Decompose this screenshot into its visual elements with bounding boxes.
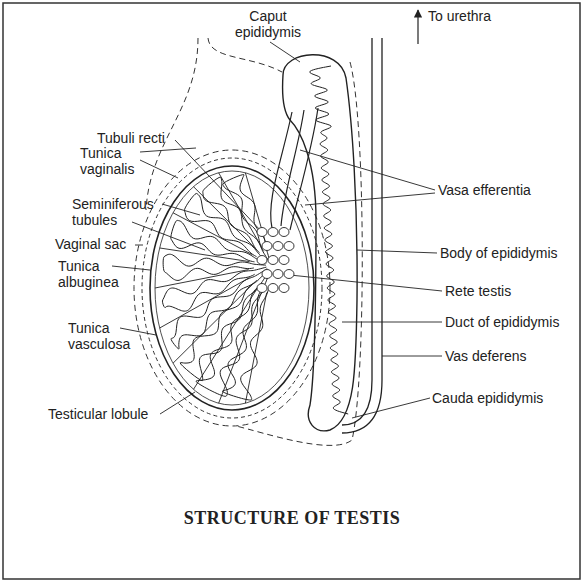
seminiferous-tubule bbox=[196, 270, 269, 396]
part-label: Testicular lobule bbox=[48, 406, 188, 422]
lobule-septum bbox=[219, 293, 262, 404]
rete-testis-channel bbox=[279, 256, 289, 265]
lobule-septum bbox=[194, 290, 257, 389]
seminiferous-tubule bbox=[203, 177, 268, 260]
part-label: Vaginal sac bbox=[55, 236, 145, 252]
vas-deferens bbox=[342, 38, 372, 425]
vasa-efferentia bbox=[271, 112, 292, 228]
seminiferous-tubule bbox=[163, 254, 266, 280]
leader-line bbox=[357, 250, 437, 253]
rete-testis-channel bbox=[279, 284, 289, 293]
rete-testis-channel bbox=[257, 256, 267, 265]
rete-testis-channel bbox=[262, 270, 272, 279]
leader-line bbox=[270, 42, 300, 62]
rete-testis-channel bbox=[284, 242, 294, 251]
part-label: Cauda epididymis bbox=[432, 390, 577, 406]
leader-line bbox=[132, 222, 205, 250]
part-label: Vasa efferentia bbox=[438, 182, 568, 198]
part-label: Tunica vaginalis bbox=[80, 145, 150, 177]
vas-deferens bbox=[342, 38, 382, 433]
testis-interior bbox=[155, 173, 294, 403]
leader-line bbox=[352, 398, 430, 418]
part-label: Tunica vasculosa bbox=[68, 320, 140, 352]
epididymis-outline bbox=[283, 55, 358, 431]
tunica-vasculosa bbox=[155, 171, 309, 405]
vaginalis-extension bbox=[146, 38, 198, 210]
rete-testis-channel bbox=[268, 256, 278, 265]
seminiferous-tubule bbox=[180, 270, 268, 381]
leader-line bbox=[382, 356, 442, 357]
rete-testis-channel bbox=[273, 270, 283, 279]
part-label: Caput epididymis bbox=[228, 8, 308, 40]
part-label: To urethra bbox=[428, 8, 538, 24]
vasa-efferentia bbox=[290, 108, 318, 230]
rete-testis-channel bbox=[268, 228, 278, 237]
part-label: Tubuli recti bbox=[97, 130, 197, 146]
part-label: Vas deferens bbox=[445, 348, 565, 364]
leader-line bbox=[120, 328, 156, 335]
lobule-septum bbox=[155, 270, 249, 288]
rete-testis-channel bbox=[284, 270, 294, 279]
leader-line bbox=[160, 392, 195, 414]
rete-testis-channel bbox=[257, 284, 267, 293]
leader-lines bbox=[112, 42, 442, 418]
vasa-efferentia bbox=[281, 110, 304, 226]
leader-line bbox=[162, 204, 200, 215]
tunica-albuginea bbox=[150, 166, 314, 410]
rete-testis-channel bbox=[279, 228, 289, 237]
part-label: Body of epididymis bbox=[440, 245, 580, 261]
leader-line bbox=[342, 322, 442, 323]
vaginal-sac-outline bbox=[142, 158, 322, 418]
leader-line bbox=[140, 160, 178, 178]
part-label: Duct of epididymis bbox=[445, 314, 583, 330]
tunica-vaginalis-outline bbox=[134, 150, 330, 426]
seminiferous-tubule bbox=[184, 193, 267, 261]
leader-line bbox=[290, 275, 442, 291]
leader-line bbox=[305, 193, 435, 205]
leader-line bbox=[112, 266, 150, 270]
rete-testis-channel bbox=[268, 284, 278, 293]
part-label: Rete testis bbox=[445, 283, 555, 299]
leader-line bbox=[135, 245, 143, 246]
urethra-arrow bbox=[417, 10, 418, 44]
diagram-title: STRUCTURE OF TESTIS bbox=[0, 508, 584, 529]
rete-testis-channel bbox=[262, 242, 272, 251]
frame bbox=[3, 3, 580, 579]
lobule-septum bbox=[160, 278, 250, 328]
vaginalis-extension bbox=[236, 62, 362, 445]
part-label: Tunica albuginea bbox=[58, 258, 130, 290]
epididymal-duct bbox=[310, 66, 349, 414]
rete-testis-channel bbox=[273, 242, 283, 251]
part-label: Seminiferous tubules bbox=[72, 196, 167, 228]
leader-line bbox=[140, 148, 196, 152]
seminiferous-tubule bbox=[162, 267, 266, 311]
rete-testis-channel bbox=[257, 228, 267, 237]
